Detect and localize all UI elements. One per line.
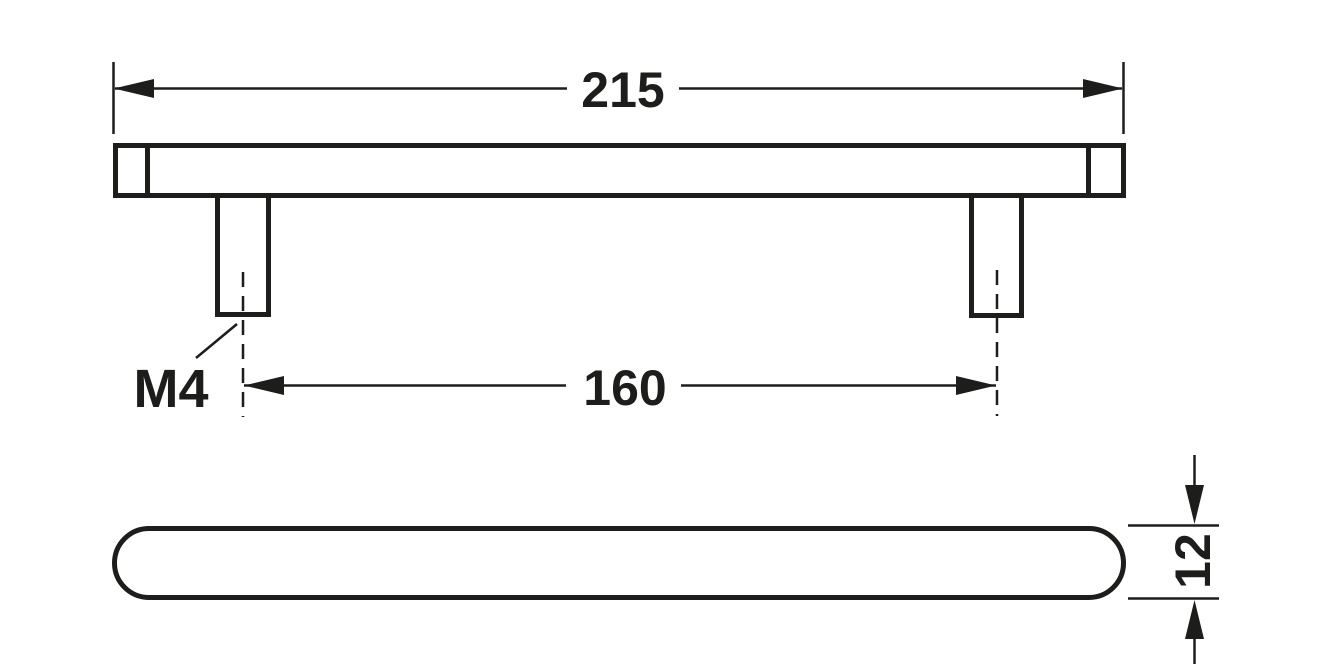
hole-spacing-value: 160 xyxy=(583,360,666,416)
side-view: 12 xyxy=(112,455,1221,664)
thickness-value: 12 xyxy=(1165,533,1221,589)
arrow-down-icon xyxy=(1185,485,1204,524)
front-view: 215 160 M4 xyxy=(112,62,1126,419)
dimension-overall-length: 215 xyxy=(112,62,1125,134)
handle-profile xyxy=(112,526,1126,600)
dimension-hole-spacing: 160 xyxy=(244,360,996,416)
mounting-post-right xyxy=(969,198,1024,318)
arrow-up-icon xyxy=(1185,600,1204,639)
overall-length-value: 215 xyxy=(581,62,664,118)
thread-callout: M4 xyxy=(133,323,238,419)
handle-bar xyxy=(113,143,1126,198)
arrow-left-icon xyxy=(114,79,154,98)
mounting-post-left xyxy=(215,198,271,317)
thread-size-label: M4 xyxy=(133,359,208,419)
arrow-left-icon xyxy=(244,376,284,395)
arrow-right-icon xyxy=(956,376,996,395)
leader-line xyxy=(195,323,238,359)
arrow-right-icon xyxy=(1083,79,1123,98)
dimension-thickness: 12 xyxy=(1128,455,1221,664)
